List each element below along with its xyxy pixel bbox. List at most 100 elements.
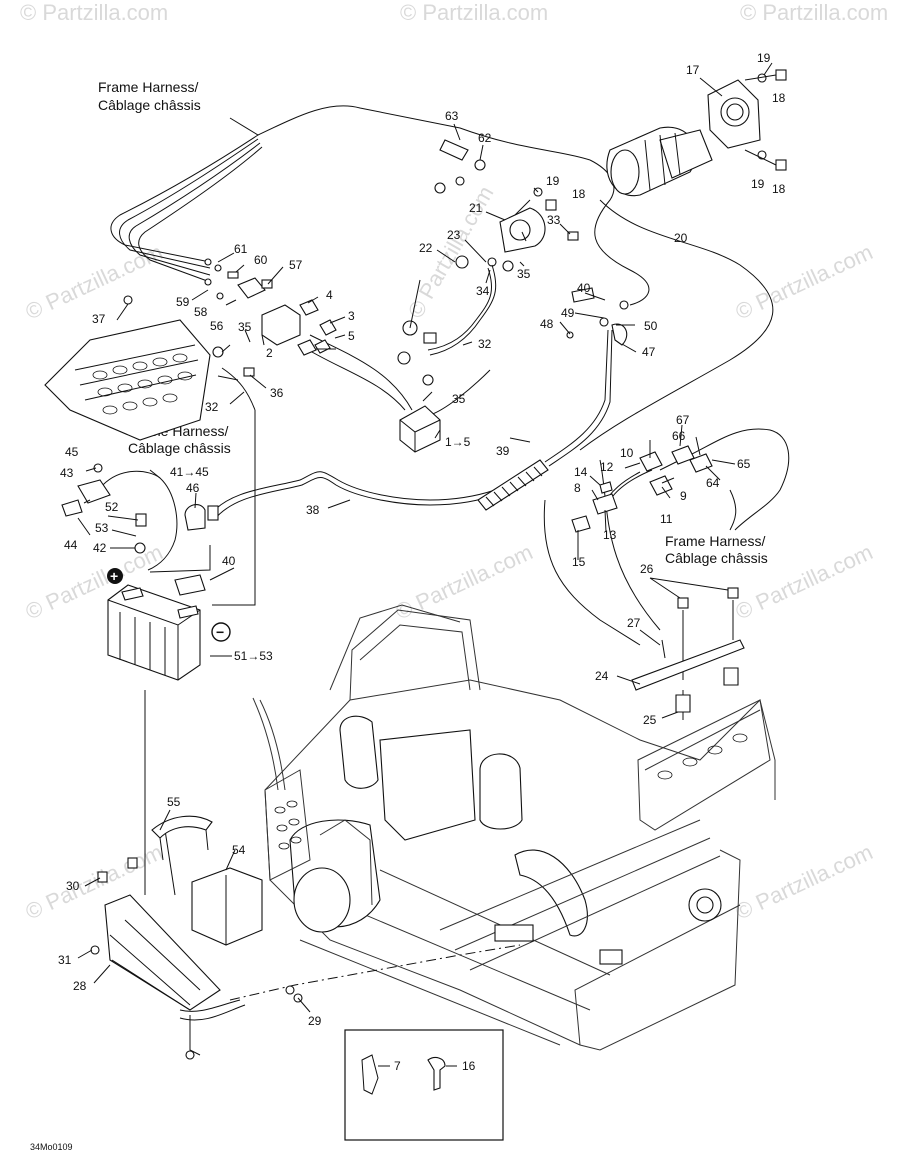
cable-to-starter xyxy=(544,329,609,463)
harness-label-top-left: Frame Harness/ Câblage châssis xyxy=(98,79,201,113)
callout-60: 60 xyxy=(254,253,268,267)
battery xyxy=(107,584,201,681)
heat-shield xyxy=(44,295,211,441)
relay xyxy=(399,405,441,453)
callout-32: 32 xyxy=(205,400,219,414)
callout-31: 31 xyxy=(58,953,72,967)
callout-65: 65 xyxy=(737,457,751,471)
callout-18: 18 xyxy=(772,182,786,196)
negative-symbol: − xyxy=(216,624,224,640)
callout-50: 50 xyxy=(644,319,658,333)
callout-32: 32 xyxy=(478,337,492,351)
watermark: © Partzilla.com xyxy=(20,0,168,25)
washer xyxy=(212,346,224,358)
callout-30: 30 xyxy=(66,879,80,893)
callout-40: 40 xyxy=(222,554,236,568)
terminal-boot xyxy=(611,323,628,346)
callout-12: 12 xyxy=(600,460,614,474)
starter-bracket xyxy=(707,79,761,149)
callout-39: 39 xyxy=(496,444,510,458)
callout-45: 45 xyxy=(65,445,79,459)
connector-block xyxy=(204,258,337,356)
relay-lead xyxy=(299,344,406,411)
cable-to-starter xyxy=(548,329,613,467)
frame-harness-wiring xyxy=(110,105,774,451)
callout-59: 59 xyxy=(176,295,190,309)
callout-40: 40 xyxy=(577,281,591,295)
callout-35: 35 xyxy=(517,267,531,281)
callout-3: 3 xyxy=(348,309,355,323)
ground-cable xyxy=(429,264,497,356)
vehicle-frame xyxy=(252,604,776,1051)
callout-10: 10 xyxy=(620,446,634,460)
watermark: © Partzilla.com xyxy=(732,839,877,924)
callout-55: 55 xyxy=(167,795,181,809)
callout-13: 13 xyxy=(603,528,617,542)
callout-66: 66 xyxy=(672,429,686,443)
watermark: © Partzilla.com xyxy=(732,239,877,324)
callout-19: 19 xyxy=(757,51,771,65)
callout-46: 46 xyxy=(186,481,200,495)
callout-21: 21 xyxy=(469,201,483,215)
terminal-cap xyxy=(207,505,219,521)
hardware-inset-box xyxy=(344,1029,504,1141)
ground-cable-left xyxy=(221,367,256,411)
callout-57: 57 xyxy=(289,258,303,272)
callout-53: 53 xyxy=(95,521,109,535)
callout-44: 44 xyxy=(64,538,78,552)
callout-38: 38 xyxy=(306,503,320,517)
drawing-code: 34Mo0109 xyxy=(30,1142,73,1152)
callout-5: 5 xyxy=(348,329,355,343)
battery-hold-down xyxy=(151,815,213,861)
callout-62: 62 xyxy=(478,131,492,145)
callout-33: 33 xyxy=(547,213,561,227)
callout-56: 56 xyxy=(210,319,224,333)
center-bolts xyxy=(397,320,437,386)
callout-labels: 63 62 17 19 18 19 18 19 18 21 33 20 23 2… xyxy=(58,51,786,1073)
callout-27: 27 xyxy=(627,616,641,630)
terminal-cover xyxy=(571,287,595,303)
harness-label-line: Frame Harness/ xyxy=(98,79,198,95)
leader-lines xyxy=(77,62,773,1067)
nut xyxy=(599,317,609,327)
connector-cluster xyxy=(571,428,790,533)
callout-2: 2 xyxy=(266,346,273,360)
positive-symbol: + xyxy=(110,568,118,584)
bolt xyxy=(243,367,255,377)
callout-64: 64 xyxy=(706,476,720,490)
callout-35: 35 xyxy=(238,320,252,334)
callout-25: 25 xyxy=(643,713,657,727)
harness-label-line: Câblage châssis xyxy=(98,97,201,113)
nut xyxy=(566,331,574,339)
callout-20: 20 xyxy=(674,231,688,245)
battery-positive-terminal: + xyxy=(107,568,123,584)
terminal-cover xyxy=(174,574,206,596)
callout-48: 48 xyxy=(540,317,554,331)
callout-4: 4 xyxy=(326,288,333,302)
callout-7: 7 xyxy=(394,1059,401,1073)
battery-cable xyxy=(209,471,497,521)
callout-23: 23 xyxy=(447,228,461,242)
callout-22: 22 xyxy=(419,241,433,255)
harness-label-line: Câblage châssis xyxy=(665,550,768,566)
battery-cover xyxy=(191,867,263,946)
harness-label-line: Frame Harness/ xyxy=(665,533,765,549)
callout-16: 16 xyxy=(462,1059,476,1073)
starter-bolts xyxy=(533,69,787,211)
callout-36: 36 xyxy=(270,386,284,400)
callout-28: 28 xyxy=(73,979,87,993)
watermark: © Partzilla.com xyxy=(400,0,548,25)
callout-63: 63 xyxy=(445,109,459,123)
callout-49: 49 xyxy=(561,306,575,320)
terminal-boot xyxy=(184,504,206,531)
starter-motor xyxy=(606,126,713,197)
washer xyxy=(619,300,629,310)
callout-35: 35 xyxy=(452,392,466,406)
ground-strap xyxy=(631,587,745,713)
callout-42: 42 xyxy=(93,541,107,555)
callout-54: 54 xyxy=(232,843,246,857)
callout-17: 17 xyxy=(686,63,700,77)
callout-11: 11 xyxy=(660,512,673,526)
callout-51-53: 51→53 xyxy=(234,649,273,663)
watermark: © Partzilla.com xyxy=(403,182,499,323)
